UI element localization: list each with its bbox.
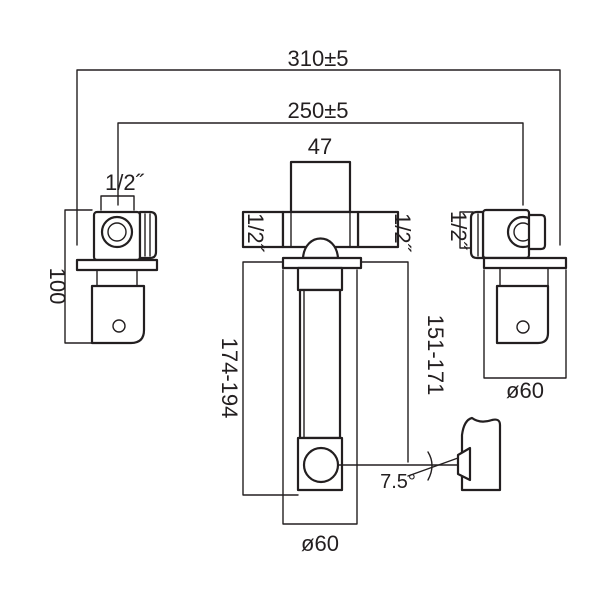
dimension-310: 310±5: [76, 46, 561, 246]
center-height-b-label: 151-171: [423, 315, 448, 396]
center-thread-right-label: 1/2˝: [390, 213, 415, 253]
dim-250-label: 250±5: [287, 98, 348, 123]
center-diameter-label: ø60: [301, 531, 339, 556]
dimension-250: 250±5: [117, 98, 524, 206]
dim-310-label: 310±5: [287, 46, 348, 71]
angle-label: 7.5°: [380, 471, 416, 493]
center-height-a-label: 174-194: [217, 338, 242, 419]
angle-callout: 7.5°: [337, 451, 459, 493]
left-thread-label: 1/2˝: [105, 170, 145, 195]
center-spout: 47 1/2˝ 1/2˝ 174-194 151-171 ø60: [217, 134, 448, 556]
right-valve: 1/2˝ ø60: [446, 208, 568, 403]
center-thread-left-label: 1/2˝: [243, 213, 268, 253]
side-handle: [456, 416, 502, 492]
right-thread-label: 1/2˝: [446, 211, 471, 251]
center-top-label: 47: [308, 134, 332, 159]
right-diameter-label: ø60: [506, 378, 544, 403]
left-valve: 1/2˝ 100: [45, 170, 159, 345]
left-height-label: 100: [45, 268, 70, 305]
